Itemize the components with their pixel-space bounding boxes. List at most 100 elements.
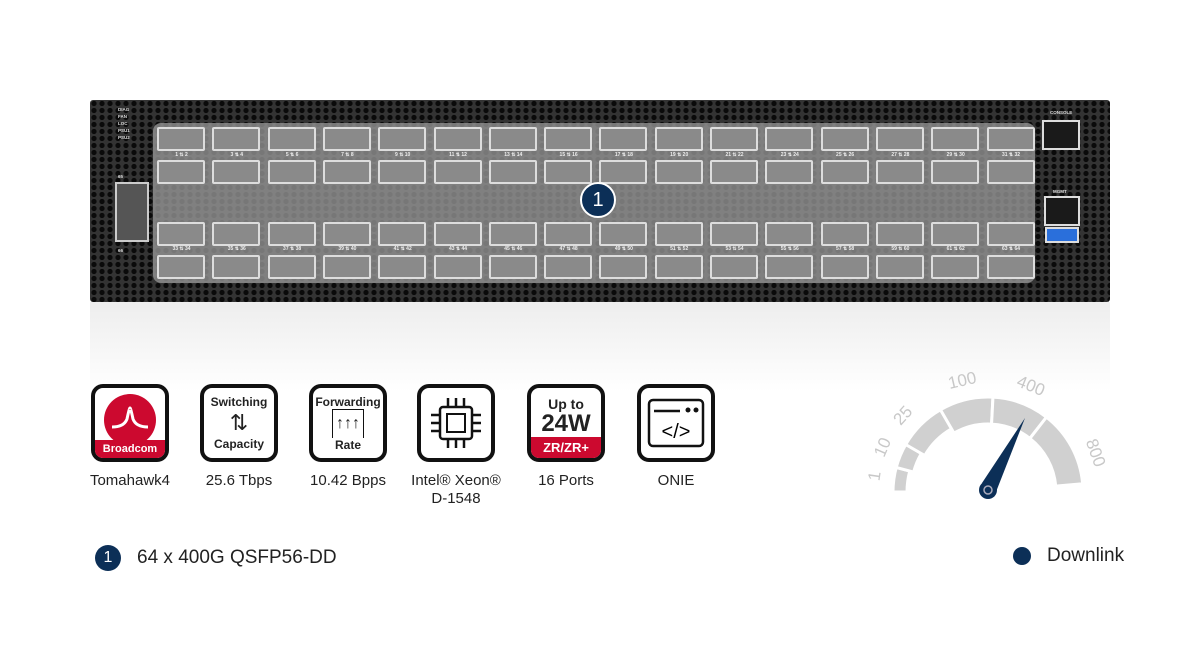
port-label: 63 ⇅ 64 <box>1001 246 1021 252</box>
qsfp-port[interactable] <box>986 222 1035 246</box>
feature-icon-box: Switching⇅Capacity <box>200 384 278 462</box>
qsfp-port[interactable] <box>322 255 371 279</box>
qsfp-port[interactable] <box>157 127 205 151</box>
legend-downlink-text: Downlink <box>1047 545 1125 566</box>
qsfp-port[interactable] <box>488 127 537 151</box>
qsfp-port[interactable] <box>157 255 205 279</box>
qsfp-port[interactable] <box>986 127 1035 151</box>
qsfp-port[interactable] <box>544 127 593 151</box>
port-label: 5 ⇅ 6 <box>285 152 299 158</box>
qsfp-port[interactable] <box>433 222 482 246</box>
qsfp-port[interactable] <box>986 160 1035 184</box>
gauge-tick-label: 10 <box>870 435 895 460</box>
qsfp-port[interactable] <box>322 127 371 151</box>
qsfp-port[interactable] <box>544 255 593 279</box>
port-label: 27 ⇅ 28 <box>891 152 910 158</box>
port-label: 45 ⇅ 46 <box>504 246 523 252</box>
qsfp-port[interactable] <box>212 222 261 246</box>
qsfp-port[interactable] <box>765 255 814 279</box>
console-port[interactable] <box>1042 120 1080 150</box>
qsfp-port[interactable] <box>599 127 648 151</box>
qsfp-port[interactable] <box>765 222 814 246</box>
qsfp-port[interactable] <box>378 127 427 151</box>
feature-code-window-icon: </>ONIE <box>626 384 726 490</box>
qsfp-port[interactable] <box>378 160 427 184</box>
qsfp-port[interactable] <box>820 127 869 151</box>
qsfp-port[interactable] <box>212 160 261 184</box>
qsfp-port[interactable] <box>820 255 869 279</box>
qsfp-port[interactable] <box>544 160 593 184</box>
qsfp-port[interactable] <box>599 255 648 279</box>
port-label: 7 ⇅ 8 <box>341 152 354 158</box>
qsfp-port[interactable] <box>875 127 924 151</box>
qsfp-port[interactable] <box>820 222 869 246</box>
qsfp-port[interactable] <box>322 160 371 184</box>
qsfp-port[interactable] <box>157 222 205 246</box>
qsfp-port[interactable] <box>267 255 316 279</box>
qsfp-port[interactable] <box>378 222 427 246</box>
qsfp-port[interactable] <box>599 222 648 246</box>
port-label: 37 ⇅ 38 <box>283 246 302 252</box>
qsfp-port[interactable] <box>986 255 1035 279</box>
qsfp-port[interactable] <box>488 222 537 246</box>
qsfp-port[interactable] <box>654 222 703 246</box>
port-label: 39 ⇅ 40 <box>338 246 357 252</box>
qsfp-port[interactable] <box>931 160 980 184</box>
qsfp-port[interactable] <box>433 255 482 279</box>
svg-text:</>: </> <box>662 421 691 443</box>
port-label: 49 ⇅ 50 <box>614 246 633 252</box>
qsfp-port[interactable] <box>488 255 537 279</box>
panel-reflection <box>90 302 1110 392</box>
port-label: 31 ⇅ 32 <box>1001 152 1021 158</box>
legend-ports-text: 64 x 400G QSFP56-DD <box>137 547 337 568</box>
port-label: 43 ⇅ 44 <box>448 246 468 252</box>
port-label: 57 ⇅ 58 <box>836 246 855 252</box>
qsfp-port[interactable] <box>488 160 537 184</box>
feature-cpu-chip-icon: Intel® Xeon®D-1548 <box>406 384 506 508</box>
qsfp-port[interactable] <box>433 160 482 184</box>
qsfp-port[interactable] <box>267 160 316 184</box>
code-window-icon: </> <box>647 398 705 448</box>
qsfp-port[interactable] <box>710 127 758 151</box>
console-label: CONSOLE <box>1050 110 1073 115</box>
qsfp-port[interactable] <box>267 222 316 246</box>
led-label: PSU2 <box>118 135 130 140</box>
qsfp-port[interactable] <box>157 160 205 184</box>
mgmt-port[interactable] <box>1044 196 1080 226</box>
port-label: 17 ⇅ 18 <box>614 152 633 158</box>
gauge-tick-label: 1 <box>865 470 885 482</box>
qsfp-port[interactable] <box>654 160 703 184</box>
qsfp-port[interactable] <box>765 127 814 151</box>
qsfp-port[interactable] <box>599 160 648 184</box>
sfp-ports[interactable] <box>115 182 149 242</box>
qsfp-port[interactable] <box>654 255 703 279</box>
qsfp-port[interactable] <box>931 255 980 279</box>
qsfp-port[interactable] <box>820 160 869 184</box>
qsfp-port[interactable] <box>654 127 703 151</box>
qsfp-port[interactable] <box>710 160 758 184</box>
port-label: 23 ⇅ 24 <box>780 152 799 158</box>
qsfp-port[interactable] <box>875 255 924 279</box>
qsfp-port[interactable] <box>322 222 371 246</box>
qsfp-port[interactable] <box>267 127 316 151</box>
qsfp-port[interactable] <box>433 127 482 151</box>
qsfp-port[interactable] <box>931 222 980 246</box>
qsfp-port[interactable] <box>765 160 814 184</box>
qsfp-port[interactable] <box>875 222 924 246</box>
qsfp-port[interactable] <box>710 222 758 246</box>
qsfp-port[interactable] <box>378 255 427 279</box>
qsfp-port[interactable] <box>544 222 593 246</box>
qsfp-port[interactable] <box>710 255 758 279</box>
qsfp-port[interactable] <box>875 160 924 184</box>
feature-icon-box: </> <box>637 384 715 462</box>
port-label: 61 ⇅ 62 <box>946 246 965 252</box>
qsfp-port[interactable] <box>212 127 261 151</box>
usb-port[interactable] <box>1045 227 1079 243</box>
qsfp-port[interactable] <box>212 255 261 279</box>
qsfp-port[interactable] <box>931 127 980 151</box>
downlink-dot <box>1013 547 1031 565</box>
port-label: 35 ⇅ 36 <box>227 246 246 252</box>
